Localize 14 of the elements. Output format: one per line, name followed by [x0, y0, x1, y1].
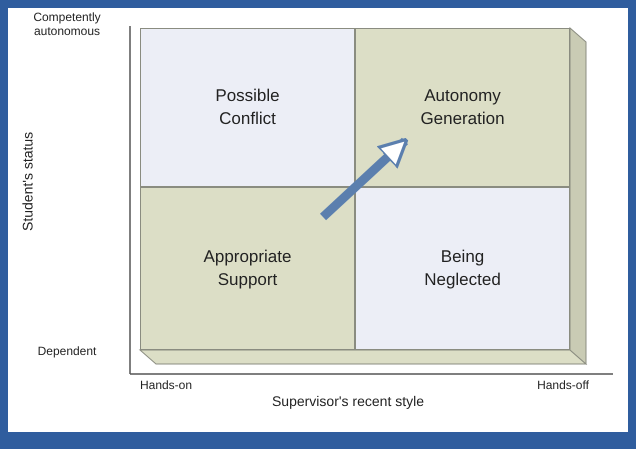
axis-label: Hands-on — [138, 378, 194, 392]
quadrant-box — [140, 187, 355, 350]
axis-label: Competently autonomous — [32, 10, 102, 39]
quadrant-label: Autonomy Generation — [419, 85, 506, 130]
quadrant-label: Possible Conflict — [214, 85, 281, 130]
quadrant-label: Appropriate Support — [202, 246, 292, 290]
quadrant-box — [355, 28, 570, 187]
axis-title: Student's status — [20, 130, 36, 233]
axis-label: Hands-off — [536, 378, 590, 392]
axis-label: Dependent — [36, 344, 98, 358]
axis-title: Supervisor's recent style — [270, 393, 426, 410]
quadrant-box — [355, 187, 570, 350]
quadrant-label: Being Neglected — [423, 246, 502, 290]
quadrant-box — [140, 28, 355, 187]
